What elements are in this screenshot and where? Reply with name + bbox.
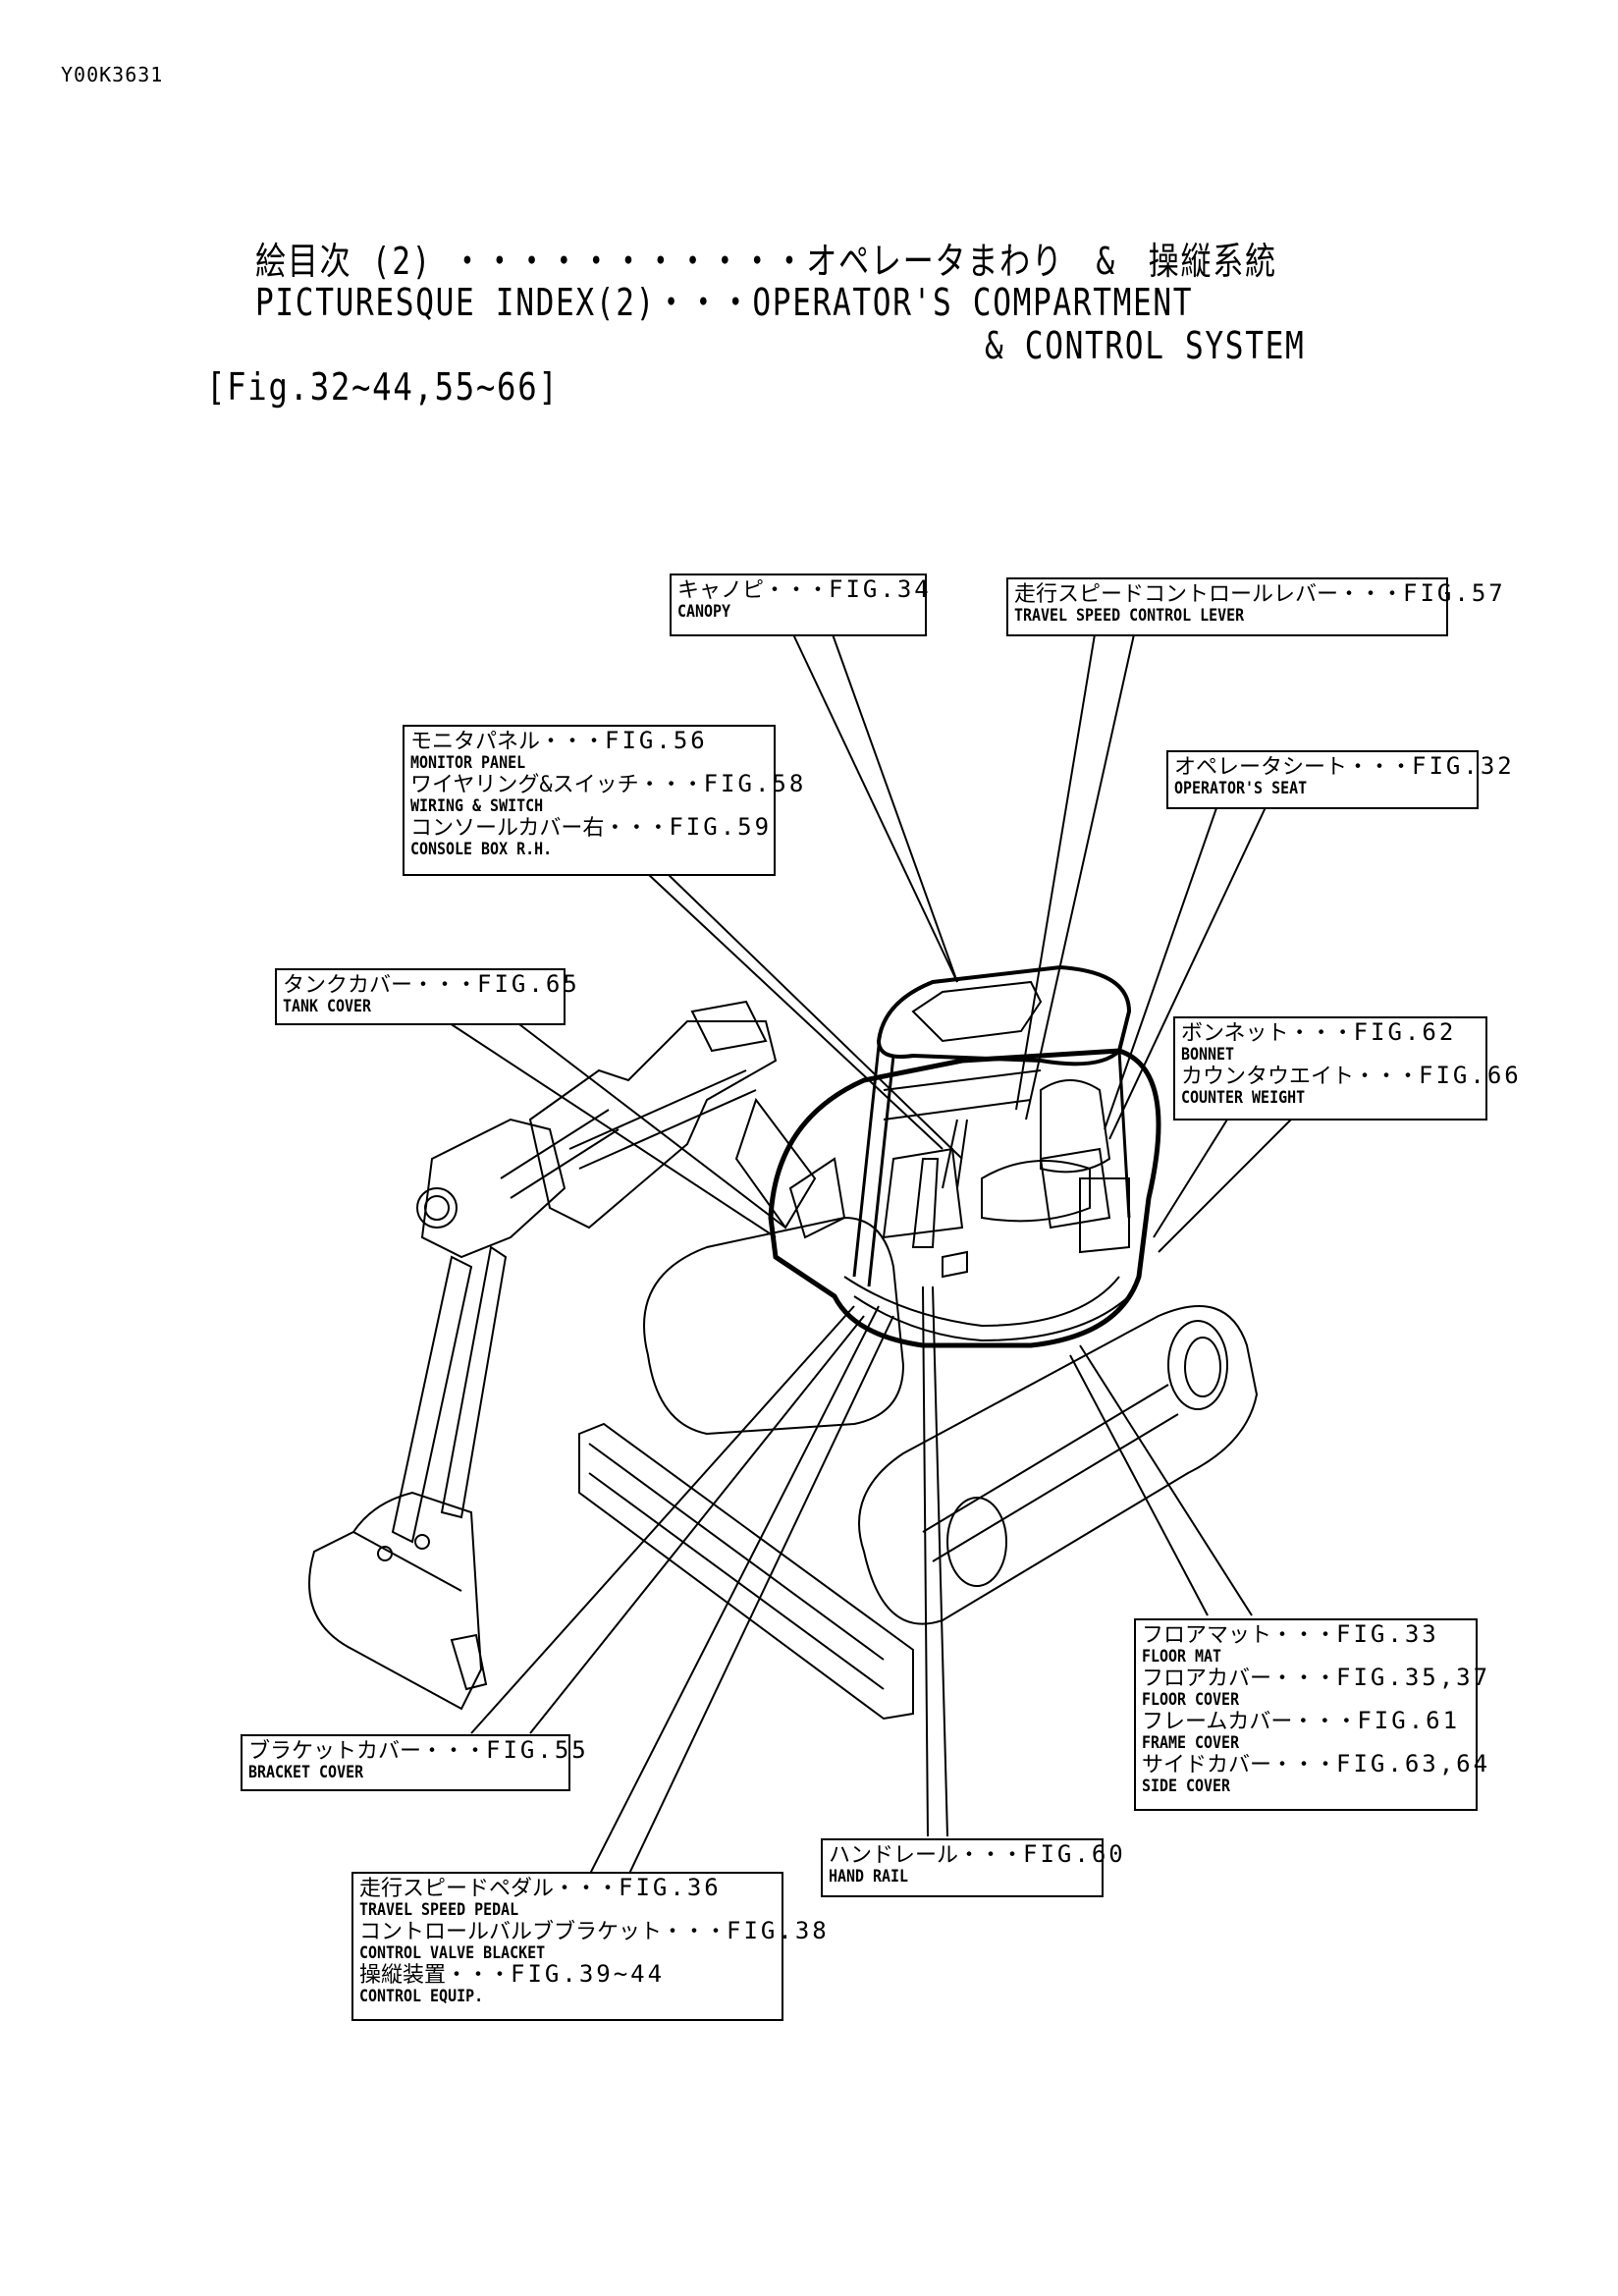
part-name-jp: モニタパネル — [410, 730, 541, 754]
part-name-jp: キャノピ — [677, 578, 765, 603]
figure-ref: FIG.33 — [1336, 1620, 1439, 1648]
figure-ref: FIG.36 — [619, 1874, 722, 1901]
part-name-en: CONTROL EQUIP. — [359, 1987, 484, 2006]
callout-canopy[interactable]: キャノピ・・・FIG.34 CANOPY — [670, 574, 929, 636]
part-name-jp: フレームカバー — [1142, 1710, 1293, 1734]
part-name-jp: ボンネット — [1181, 1021, 1289, 1046]
callout-hand-rail[interactable]: ハンドレール・・・FIG.60 HAND RAIL — [821, 1838, 1123, 1897]
part-name-jp: ワイヤリング&スイッチ — [410, 773, 639, 797]
part-name-jp: 走行スピードコントロールレバー — [1014, 582, 1339, 607]
figure-ref: FIG.35,37 — [1336, 1664, 1491, 1691]
part-name-en: FLOOR MAT — [1142, 1647, 1222, 1667]
part-name-jp: コンソールカバー右 — [410, 816, 605, 841]
part-name-en: HAND RAIL — [829, 1867, 909, 1886]
part-name-jp: ブラケットカバー — [248, 1739, 422, 1764]
figure-ref: FIG.34 — [829, 575, 932, 603]
figure-range: [Fig.32~44,55~66] — [206, 365, 560, 409]
figure-ref: FIG.58 — [703, 770, 807, 797]
title-japanese: 絵目次 (2) ・・・・・・・・・・・オペレータまわり & 操縦系統 — [255, 240, 1277, 283]
figure-ref: FIG.63,64 — [1336, 1750, 1491, 1777]
callout-operators-seat[interactable]: オペレータシート・・・FIG.32 OPERATOR'S SEAT — [1166, 750, 1512, 809]
part-name-en: FLOOR COVER — [1142, 1690, 1240, 1710]
figure-ref: FIG.62 — [1353, 1018, 1457, 1046]
part-name-en: WIRING & SWITCH — [410, 796, 544, 816]
part-name-en: BONNET — [1181, 1045, 1235, 1065]
callout-travel-speed-pedal[interactable]: 走行スピードペダル・・・FIG.36 TRAVEL SPEED PEDAL コン… — [351, 1872, 827, 2021]
leader-lines — [446, 633, 1292, 1877]
figure-ref: FIG.55 — [486, 1736, 589, 1764]
part-name-en: CANOPY — [677, 602, 731, 622]
excavator-tracks — [643, 1216, 1259, 1625]
part-name-en: TRAVEL SPEED CONTROL LEVER — [1014, 606, 1245, 626]
figure-ref: FIG.66 — [1419, 1062, 1522, 1089]
callout-floor-mat[interactable]: フロアマット・・・FIG.33 FLOOR MAT フロアカバー・・・FIG.3… — [1134, 1618, 1487, 1811]
part-name-jp: コントロールバルブブラケット — [359, 1920, 663, 1944]
part-name-jp: フロアカバー — [1142, 1667, 1272, 1691]
part-name-jp: カウンタウエイト — [1181, 1065, 1355, 1089]
callout-bracket-cover[interactable]: ブラケットカバー・・・FIG.55 BRACKET COVER — [241, 1734, 586, 1791]
part-name-en: TANK COVER — [283, 997, 372, 1016]
part-name-jp: 走行スピードペダル — [359, 1877, 555, 1901]
figure-ref: FIG.39~44 — [511, 1960, 666, 1988]
part-name-en: FRAME COVER — [1142, 1733, 1240, 1753]
part-name-jp: 操縦装置 — [359, 1963, 447, 1988]
part-name-jp: サイドカバー — [1142, 1753, 1272, 1777]
figure-ref: FIG.60 — [1023, 1840, 1126, 1868]
operator-seat — [981, 1079, 1111, 1223]
callout-tank-cover[interactable]: タンクカバー・・・FIG.65 TANK COVER — [275, 968, 577, 1025]
figure-ref: FIG.59 — [669, 813, 773, 841]
part-name-en: CONSOLE BOX R.H. — [410, 840, 553, 859]
part-name-jp: タンクカバー — [283, 973, 413, 998]
part-name-en: COUNTER WEIGHT — [1181, 1088, 1306, 1108]
part-name-jp: オペレータシート — [1174, 755, 1348, 780]
document-id: Y00K3631 — [61, 63, 164, 86]
part-name-en: TRAVEL SPEED PEDAL — [359, 1900, 519, 1920]
dozer-blade — [578, 1422, 914, 1721]
figure-ref: FIG.57 — [1403, 579, 1506, 607]
part-name-jp: ハンドレール — [829, 1843, 959, 1868]
bucket — [308, 1491, 488, 1711]
callout-monitor-panel[interactable]: モニタパネル・・・FIG.56 MONITOR PANEL ワイヤリング&スイッ… — [403, 725, 803, 876]
callout-travel-speed-control-lever[interactable]: 走行スピードコントロールレバー・・・FIG.57 TRAVEL SPEED CO… — [1006, 577, 1503, 636]
control-levers — [882, 1119, 968, 1279]
title-english: PICTURESQUE INDEX(2)・・・OPERATOR'S COMPAR… — [255, 281, 1194, 324]
canopy-structure — [852, 964, 1132, 1287]
part-name-en: MONITOR PANEL — [410, 753, 526, 773]
callout-bonnet[interactable]: ボンネット・・・FIG.62 BONNET カウンタウエイト・・・FIG.66 … — [1173, 1016, 1519, 1121]
figure-ref: FIG.32 — [1412, 752, 1515, 780]
figure-ref: FIG.56 — [605, 727, 708, 754]
figure-ref: FIG.61 — [1357, 1707, 1461, 1734]
figure-ref: FIG.65 — [477, 970, 580, 998]
part-name-en: CONTROL VALVE BLACKET — [359, 1943, 546, 1963]
part-name-jp: フロアマット — [1142, 1623, 1272, 1648]
part-name-en: OPERATOR'S SEAT — [1174, 779, 1308, 798]
part-name-en: BRACKET COVER — [248, 1763, 364, 1782]
figure-ref: FIG.38 — [727, 1917, 830, 1944]
boom-arm — [391, 1000, 817, 1544]
part-name-en: SIDE COVER — [1142, 1777, 1231, 1796]
title-english-line2: & CONTROL SYSTEM — [985, 324, 1306, 367]
